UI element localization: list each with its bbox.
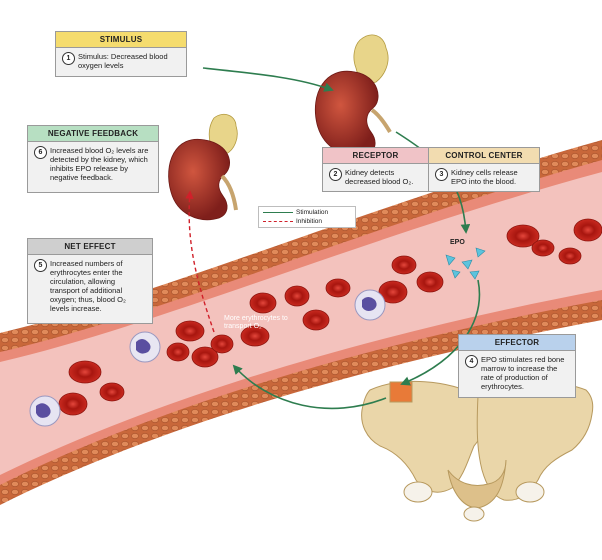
net-effect-body: 5 Increased numbers of erythrocytes ente… bbox=[28, 255, 152, 317]
legend-stimulation: Stimulation bbox=[263, 208, 328, 217]
net-effect-title: NET EFFECT bbox=[28, 239, 152, 255]
net-effect-box: NET EFFECT 5 Increased numbers of erythr… bbox=[27, 238, 153, 324]
blood-vessel bbox=[0, 140, 602, 505]
control-center-text: Kidney cells release EPO into the blood. bbox=[451, 168, 518, 186]
arrow-legend: Stimulation Inhibition bbox=[258, 206, 356, 228]
receptor-title: RECEPTOR bbox=[323, 148, 428, 164]
negative-feedback-title: NEGATIVE FEEDBACK bbox=[28, 126, 158, 142]
effector-body: 4 EPO stimulates red bone marrow to incr… bbox=[459, 351, 575, 395]
epo-molecules bbox=[445, 247, 486, 280]
step-number-1: 1 bbox=[62, 52, 75, 65]
step-number-3: 3 bbox=[435, 168, 448, 181]
step-number-4: 4 bbox=[465, 355, 478, 368]
effector-box: EFFECTOR 4 EPO stimulates red bone marro… bbox=[458, 334, 576, 398]
pelvis-bone bbox=[361, 381, 594, 522]
step-number-2: 2 bbox=[329, 168, 342, 181]
receptor-box: RECEPTOR 2 Kidney detects decreased bloo… bbox=[322, 147, 429, 192]
control-center-box: CONTROL CENTER 3 Kidney cells release EP… bbox=[428, 147, 540, 192]
white-blood-cells bbox=[29, 289, 386, 427]
control-center-title: CONTROL CENTER bbox=[429, 148, 539, 164]
receptor-body: 2 Kidney detects decreased blood O₂. bbox=[323, 164, 428, 190]
kidney-receptor bbox=[314, 34, 392, 156]
legend-inhibition: Inhibition bbox=[263, 217, 322, 226]
negative-feedback-box: NEGATIVE FEEDBACK 6 Increased blood O₂ l… bbox=[27, 125, 159, 193]
step-number-5: 5 bbox=[34, 259, 47, 272]
negative-feedback-text: Increased blood O₂ levels are detected b… bbox=[50, 146, 149, 182]
kidney-feedback bbox=[168, 113, 238, 221]
inhibition-arrow bbox=[185, 190, 215, 333]
receptor-text: Kidney detects decreased blood O₂. bbox=[345, 168, 414, 186]
epo-label: EPO bbox=[450, 239, 465, 246]
effector-text: EPO stimulates red bone marrow to increa… bbox=[481, 355, 565, 391]
legend-inhibition-label: Inhibition bbox=[296, 218, 323, 225]
control-center-body: 3 Kidney cells release EPO into the bloo… bbox=[429, 164, 539, 190]
effector-title: EFFECTOR bbox=[459, 335, 575, 351]
step-number-6: 6 bbox=[34, 146, 47, 159]
inhibition-swatch bbox=[263, 220, 293, 222]
stimulus-title: STIMULUS bbox=[56, 32, 186, 48]
more-erythrocytes-label: More erythrocytes to transport O₂ bbox=[224, 315, 288, 330]
stimulus-body: 1 Stimulus: Decreased blood oxygen level… bbox=[56, 48, 186, 74]
negative-feedback-body: 6 Increased blood O₂ levels are detected… bbox=[28, 142, 158, 186]
legend-stimulation-label: Stimulation bbox=[296, 209, 329, 216]
stimulus-text: Stimulus: Decreased blood oxygen levels bbox=[78, 52, 168, 70]
erythrocytes bbox=[58, 218, 602, 416]
net-effect-text: Increased numbers of erythrocytes enter … bbox=[50, 259, 126, 313]
stimulation-swatch bbox=[263, 211, 293, 213]
stimulus-box: STIMULUS 1 Stimulus: Decreased blood oxy… bbox=[55, 31, 187, 77]
